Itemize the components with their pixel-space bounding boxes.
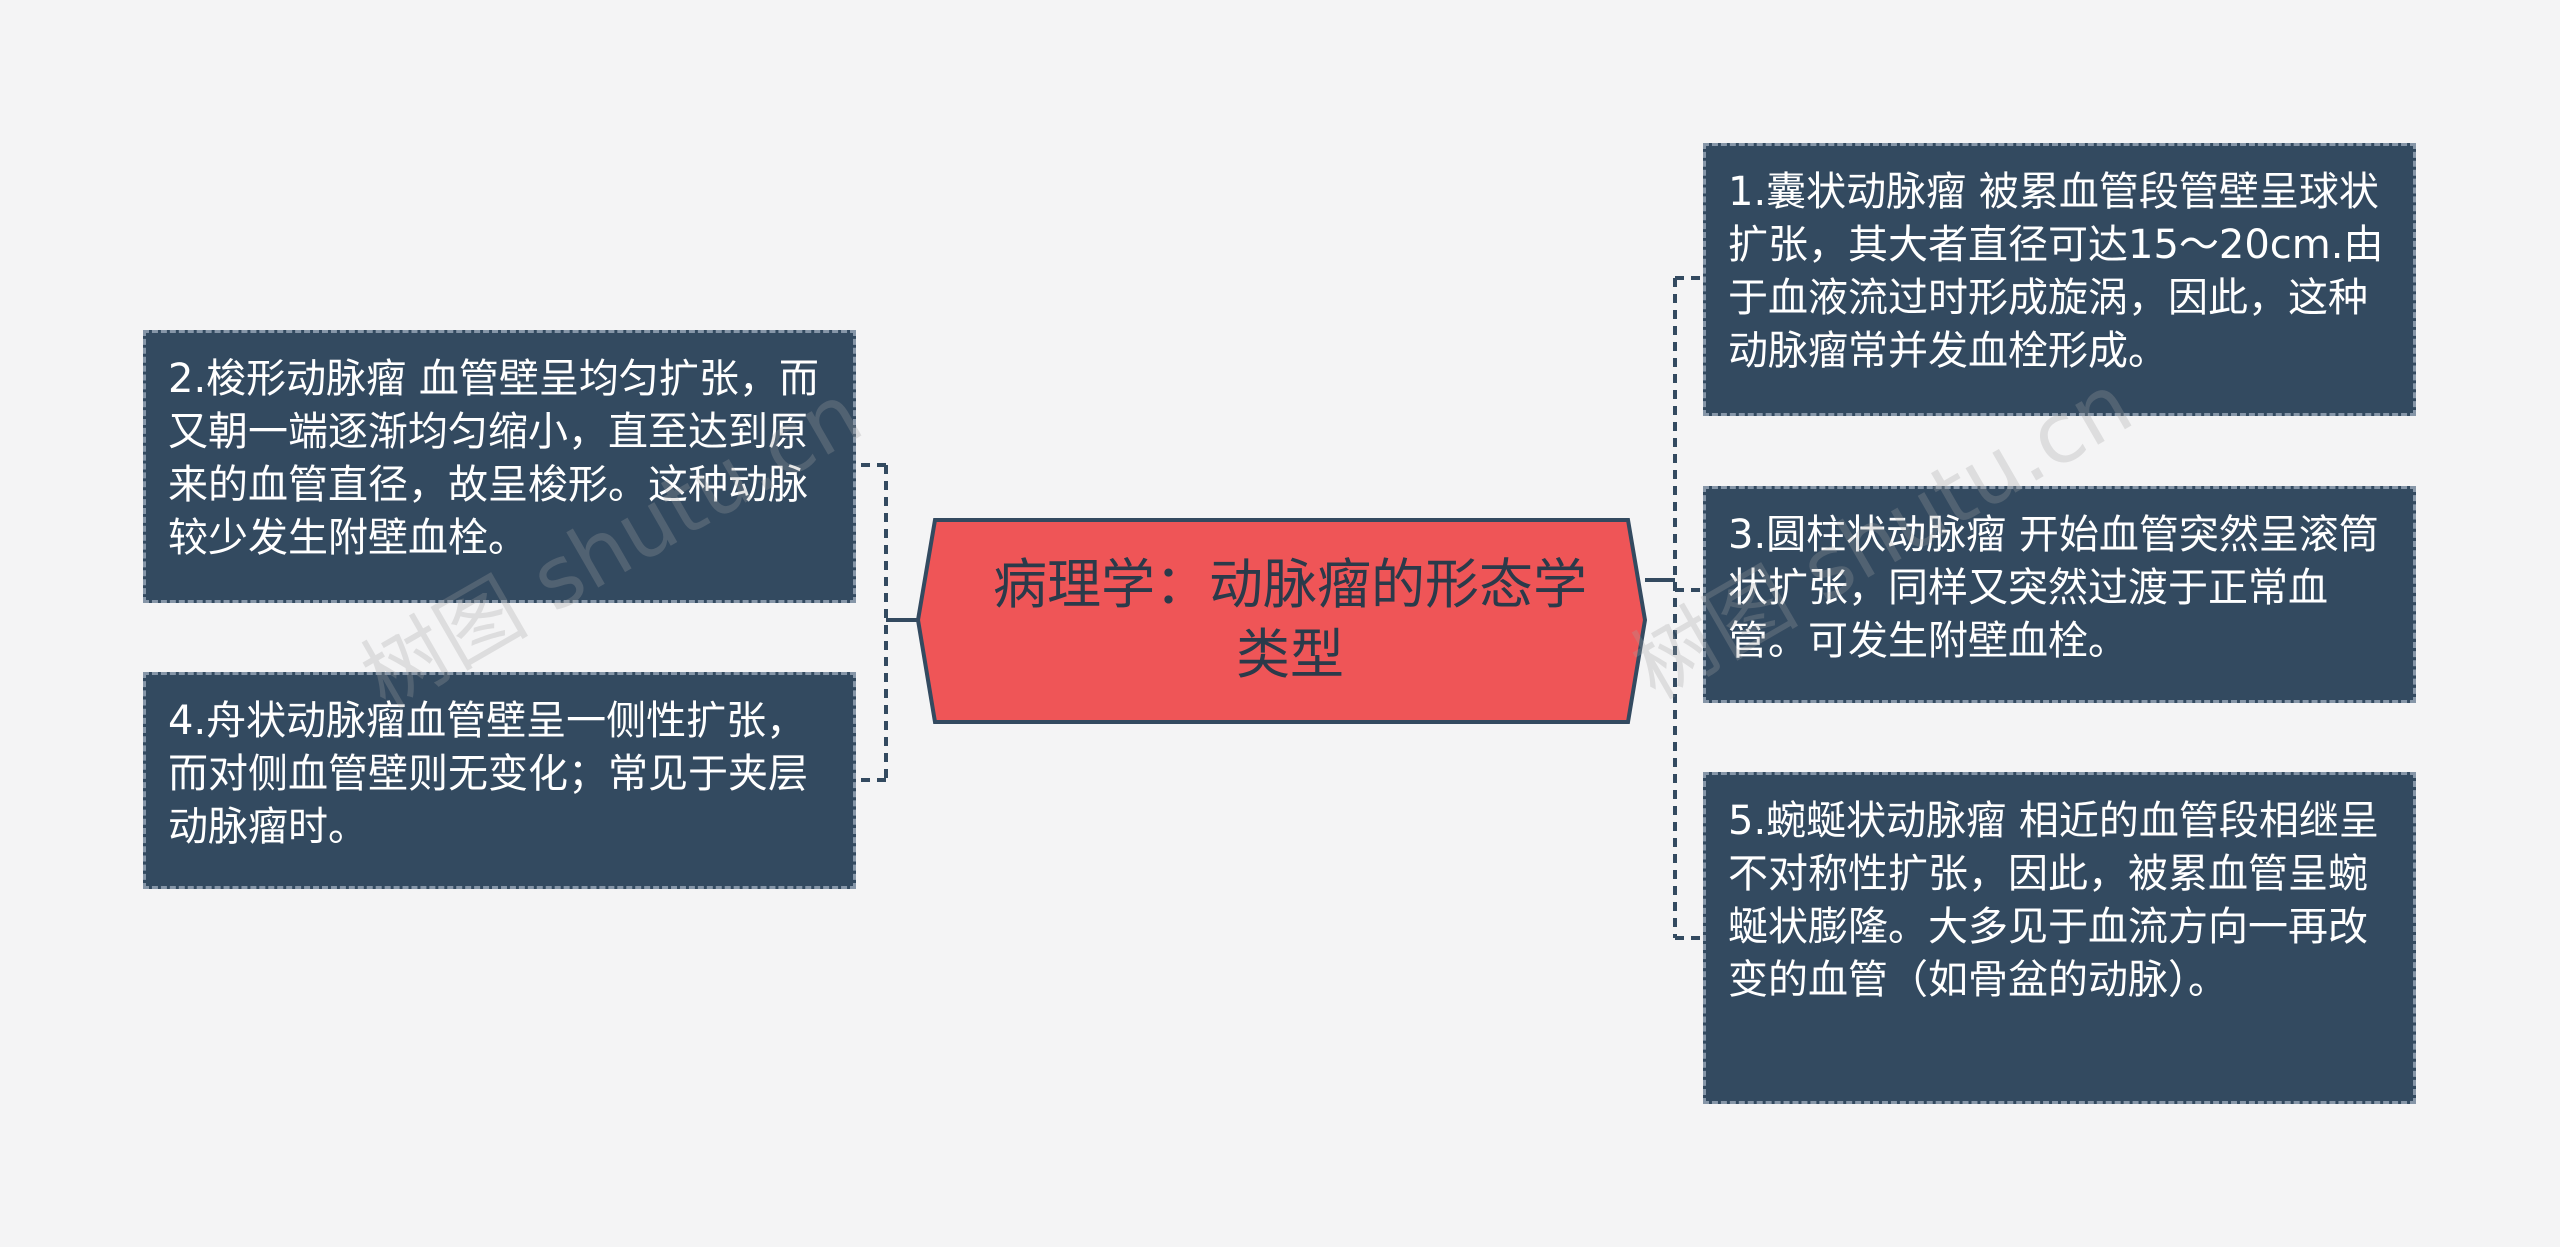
node-text: 1.囊状动脉瘤 被累血管段管壁呈球状扩张，其大者直径可达15～20cm.由于血液… — [1728, 169, 2384, 374]
node-text: 2.梭形动脉瘤 血管壁呈均匀扩张，而又朝一端逐渐均匀缩小，直至达到原来的血管直径… — [168, 356, 819, 561]
right-node-saccular-aneurysm[interactable]: 1.囊状动脉瘤 被累血管段管壁呈球状扩张，其大者直径可达15～20cm.由于血液… — [1703, 143, 2416, 416]
right-connector — [1645, 276, 1703, 940]
left-node-navicular-aneurysm[interactable]: 4.舟状动脉瘤血管壁呈一侧性扩张，而对侧血管壁则无变化；常见于夹层动脉瘤时。 — [143, 672, 856, 889]
right-node-cylindrical-aneurysm[interactable]: 3.圆柱状动脉瘤 开始血管突然呈滚筒状扩张，同样又突然过渡于正常血管。可发生附壁… — [1703, 486, 2416, 703]
left-node-fusiform-aneurysm[interactable]: 2.梭形动脉瘤 血管壁呈均匀扩张，而又朝一端逐渐均匀缩小，直至达到原来的血管直径… — [143, 330, 856, 603]
center-node-title: 病理学：动脉瘤的形态学类型 — [993, 553, 1587, 686]
left-connector — [856, 463, 918, 782]
node-text: 3.圆柱状动脉瘤 开始血管突然呈滚筒状扩张，同样又突然过渡于正常血管。可发生附壁… — [1728, 512, 2379, 664]
node-text: 4.舟状动脉瘤血管壁呈一侧性扩张，而对侧血管壁则无变化；常见于夹层动脉瘤时。 — [168, 698, 808, 850]
right-node-serpentine-aneurysm[interactable]: 5.蜿蜒状动脉瘤 相近的血管段相继呈不对称性扩张，因此，被累血管呈蜿蜒状膨隆。大… — [1703, 772, 2416, 1104]
node-text: 5.蜿蜒状动脉瘤 相近的血管段相继呈不对称性扩张，因此，被累血管呈蜿蜒状膨隆。大… — [1728, 798, 2379, 1003]
